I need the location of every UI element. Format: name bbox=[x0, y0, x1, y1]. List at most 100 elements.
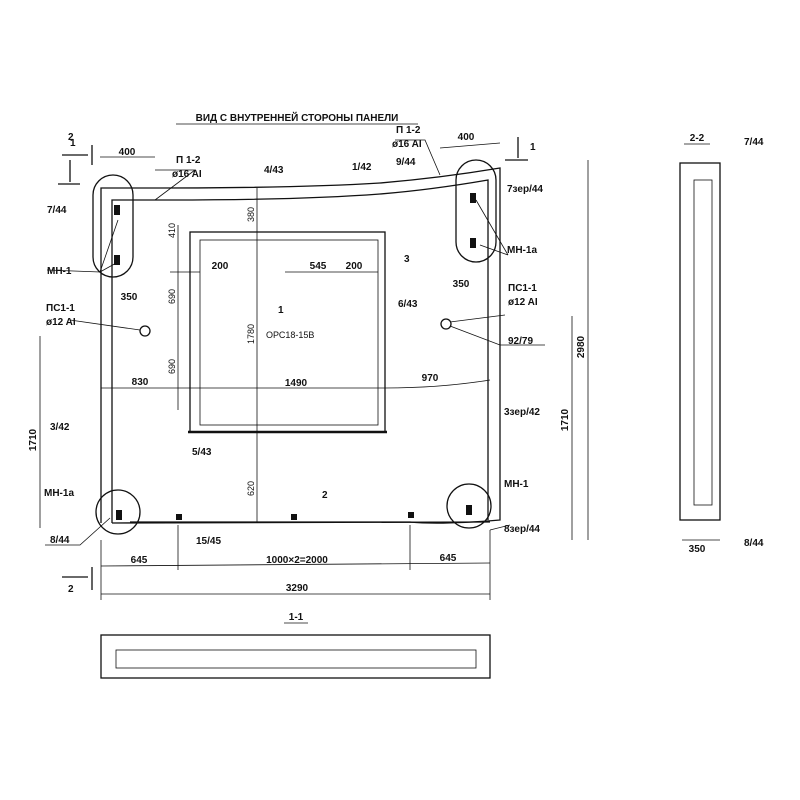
ps11-left-mark: ПС1-1 bbox=[46, 303, 75, 314]
leader bbox=[154, 169, 197, 201]
section-arrow-1-left bbox=[58, 160, 80, 185]
label-4-43: 4/43 bbox=[264, 165, 284, 176]
embed-plate bbox=[470, 238, 476, 248]
callout-texts: 1 1 2 2 П 1-2 ø16 AI П 1-2 ø16 AI 4/43 1… bbox=[44, 125, 543, 595]
leader bbox=[489, 524, 511, 531]
drawing-title: ВИД С ВНУТРЕННЕЙ СТОРОНЫ ПАНЕЛИ bbox=[196, 111, 399, 124]
label-3zer-42: 3зер/42 bbox=[504, 407, 540, 418]
leader bbox=[46, 219, 119, 273]
label-3-42: 3/42 bbox=[50, 422, 70, 433]
panel-bottom bbox=[111, 521, 491, 524]
corner-callout-bottom-right bbox=[446, 483, 492, 529]
embed-plate bbox=[470, 193, 476, 203]
dim-2000: 1000×2=2000 bbox=[266, 555, 328, 566]
section-2-2: 2-2 7/44 8/44 bbox=[679, 133, 764, 549]
ps11-left-rebar: ø12 AI bbox=[46, 317, 76, 328]
dim-350-right: 350 bbox=[453, 279, 470, 290]
section-arrow-2-bottom bbox=[62, 567, 93, 590]
window-number: 1 bbox=[278, 305, 284, 316]
dim-620: 620 bbox=[246, 481, 256, 496]
dim-1710-left: 1710 bbox=[28, 428, 39, 451]
label-6-43: 6/43 bbox=[398, 299, 418, 310]
panel-outline bbox=[100, 167, 501, 524]
dim-830: 830 bbox=[132, 377, 149, 388]
p12-left-mark: П 1-2 bbox=[176, 155, 201, 166]
label-mn1a-right: МН-1а bbox=[507, 245, 537, 256]
dim-690-b: 690 bbox=[167, 359, 177, 374]
corner-callout-top-right bbox=[455, 159, 497, 263]
dim-410: 410 bbox=[167, 223, 177, 238]
leader bbox=[395, 139, 441, 176]
embed-plate bbox=[116, 510, 122, 520]
corner-callout-top-left bbox=[92, 174, 134, 278]
section-1-right: 1 bbox=[530, 142, 536, 153]
section-1-1: 1-1 bbox=[100, 612, 491, 679]
section-2-bottom: 2 bbox=[68, 584, 74, 595]
label-3: 3 bbox=[404, 254, 410, 265]
dim-380: 380 bbox=[246, 207, 256, 222]
section-arrow-1-right bbox=[505, 137, 528, 161]
label-92-79: 92/79 bbox=[508, 336, 533, 347]
section-2-top: 2 bbox=[68, 132, 74, 143]
label-8-44: 8/44 bbox=[50, 535, 70, 546]
ps11-right-rebar: ø12 AI bbox=[508, 297, 538, 308]
window-mark: ОРС18-15В bbox=[266, 330, 314, 340]
insulation-layer bbox=[693, 179, 713, 506]
section-arrow-2-top bbox=[62, 145, 93, 165]
section-2-2-title: 2-2 bbox=[690, 133, 705, 144]
dim-2980: 2980 bbox=[576, 335, 587, 358]
dim-645-right: 645 bbox=[440, 553, 457, 564]
embed-plate bbox=[114, 205, 120, 215]
dim-1490: 1490 bbox=[285, 378, 308, 389]
label-8zer-44: 8зер/44 bbox=[504, 524, 540, 535]
dim-970: 970 bbox=[422, 373, 439, 384]
section-1-1-title: 1-1 bbox=[289, 612, 304, 623]
dim-645-left: 645 bbox=[131, 555, 148, 566]
label-5-43: 5/43 bbox=[192, 447, 212, 458]
lifting-loop-left bbox=[139, 325, 151, 337]
embed-plate bbox=[466, 505, 472, 515]
dim-line bbox=[100, 562, 491, 567]
dim-1710-right: 1710 bbox=[560, 408, 571, 431]
dim-400-left: 400 bbox=[119, 147, 136, 158]
label-15-45: 15/45 bbox=[196, 536, 221, 547]
section-label-7-44: 7/44 bbox=[744, 137, 764, 148]
dim-line bbox=[384, 379, 491, 389]
insulation-layer bbox=[115, 649, 477, 669]
dim-400-right: 400 bbox=[458, 132, 475, 143]
label-1-42: 1/42 bbox=[352, 162, 372, 173]
dim-200-right: 200 bbox=[346, 261, 363, 272]
leader bbox=[45, 517, 111, 546]
label-mn1-left: МН-1 bbox=[47, 266, 72, 277]
embed-plate bbox=[291, 514, 297, 520]
leader bbox=[449, 314, 545, 346]
section-2-2-outline bbox=[679, 162, 721, 521]
section-1-1-outline bbox=[100, 634, 491, 679]
dim-200-left: 200 bbox=[212, 261, 229, 272]
label-mn1a-left: МН-1а bbox=[44, 488, 74, 499]
label-9-44: 9/44 bbox=[396, 157, 416, 168]
lifting-loop-right bbox=[440, 318, 452, 330]
leader bbox=[475, 199, 509, 256]
dim-1780: 1780 bbox=[246, 324, 256, 344]
dim-350-section: 350 bbox=[689, 544, 706, 555]
leader bbox=[69, 319, 141, 331]
panel-inner-outline bbox=[111, 179, 489, 523]
section-label-8-44: 8/44 bbox=[744, 538, 764, 549]
dim-line bbox=[439, 142, 501, 149]
dim-3290: 3290 bbox=[286, 583, 309, 594]
embed-plate bbox=[114, 255, 120, 265]
embed-plate bbox=[408, 512, 414, 518]
dim-545: 545 bbox=[310, 261, 327, 272]
dim-690-a: 690 bbox=[167, 289, 177, 304]
label-7zer-44: 7зер/44 bbox=[507, 184, 543, 195]
dim-350-left: 350 bbox=[121, 292, 138, 303]
corner-callout-bottom-left bbox=[95, 489, 141, 535]
dimension-texts: 400 400 380 410 200 545 200 350 350 690 … bbox=[28, 132, 706, 594]
section-1-left: 1 bbox=[70, 138, 76, 149]
ps11-right-mark: ПС1-1 bbox=[508, 283, 537, 294]
label-mn1-right: МН-1 bbox=[504, 479, 529, 490]
label-2: 2 bbox=[322, 490, 328, 501]
